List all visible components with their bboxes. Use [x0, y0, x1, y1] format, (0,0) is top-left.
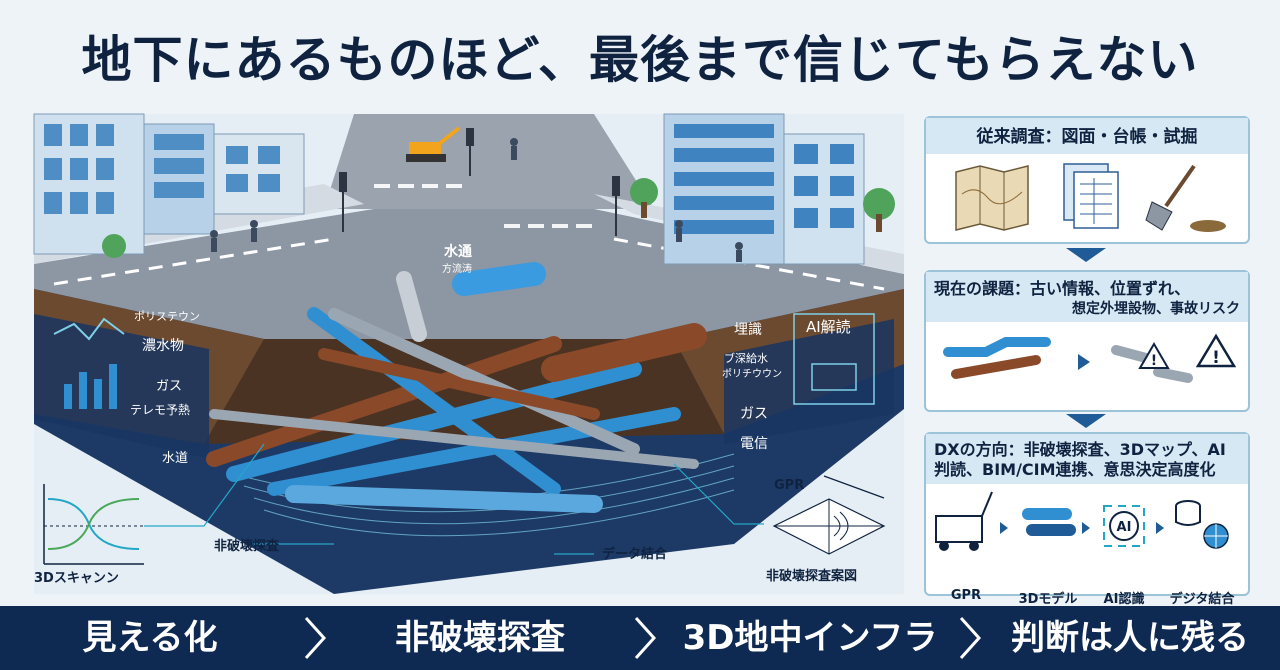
label-buried: 埋識: [734, 322, 762, 338]
label-water-top: 水通: [444, 243, 472, 260]
chevron-right-icon: [1000, 522, 1008, 534]
chevron-right-icon: [634, 616, 657, 660]
label-telecom-right: 電信: [740, 436, 768, 452]
buildings-right: [630, 113, 895, 265]
label-polyethylene: ポリステウン: [134, 310, 200, 323]
chevron-right-icon: [1078, 354, 1090, 370]
shovel-icon: [1145, 164, 1226, 232]
gpr-diagram: GPR: [772, 475, 886, 555]
label-telecom-left: テレモ予熱: [130, 403, 190, 417]
panel-conventional-title: 従来調査：図面・台帳・試掘: [926, 118, 1248, 154]
svg-text:AI: AI: [1117, 520, 1132, 535]
step-nondestructive: 非破壊探査: [395, 618, 565, 658]
label-gas-left: ガス: [156, 379, 182, 394]
dx-item-digital: デジタ結合: [1169, 592, 1235, 607]
chevron-right-icon: [1082, 522, 1090, 534]
svg-text:!: !: [1151, 353, 1157, 369]
chevron-right-icon: [304, 616, 327, 660]
label-scan: 3Dスキャンン: [34, 571, 119, 586]
ai-icon: AI: [1103, 505, 1145, 547]
label-water-top-sub: 方流涛: [442, 262, 472, 275]
ai-read-panel: [793, 313, 875, 405]
label-sewage: 濃水物: [142, 338, 184, 354]
underground-illustration: 水通 方流涛 ポリステウン 濃水物 ガス テレモ予熱 水道 埋識 ブ深給水 ポリ…: [33, 113, 904, 594]
panel-dx: DXの方向：非破壊探査、3Dマップ、AI判読、BIM/CIM連携、意思決定高度化…: [924, 432, 1250, 607]
buildings-left: [33, 113, 305, 255]
label-mixed2: ポリチウウン: [722, 368, 782, 380]
chevron-right-icon: [959, 616, 982, 660]
warning-icon: !: [1138, 342, 1170, 369]
label-mixed: ブ深給水: [724, 351, 768, 365]
dx-item-ai: AI認識: [1103, 592, 1145, 607]
label-nondestructive: 非破壊探査: [214, 538, 280, 554]
3d-model-icon: [1022, 508, 1076, 536]
ledger-icon: [1063, 163, 1119, 229]
panel-issues-title: 現在の課題：古い情報、位置ずれ、: [934, 279, 1191, 298]
label-ai-read: AI解読: [806, 318, 851, 336]
gpr-cart-icon: [935, 491, 993, 551]
scan-graph: [43, 484, 144, 565]
label-map: 非破壊探査案図: [766, 568, 857, 584]
offset-pipe-icon: [943, 337, 1051, 379]
svg-text:!: !: [1212, 348, 1220, 368]
pipes: [206, 262, 707, 513]
step-human-decision: 判断は人に残る: [1011, 618, 1249, 658]
step-visualize: 見える化: [82, 618, 218, 658]
broken-pipe-icon: [1111, 345, 1193, 383]
panel-issues-head: 現在の課題：古い情報、位置ずれ、 想定外埋設物、事故リスク: [926, 272, 1248, 322]
panel-issues-subtitle: 想定外埋設物、事故リスク: [1072, 301, 1240, 317]
map-icon: [955, 165, 1029, 231]
dx-item-3d: 3Dモデル: [1018, 592, 1078, 607]
panel-conventional: 従来調査：図面・台帳・試掘: [924, 116, 1250, 244]
panel-issues: 現在の課題：古い情報、位置ずれ、 想定外埋設物、事故リスク ! !: [924, 270, 1250, 412]
panel-dx-title: DXの方向：非破壊探査、3Dマップ、AI判読、BIM/CIM連携、意思決定高度化: [926, 434, 1248, 484]
chevron-right-icon: [1156, 522, 1164, 534]
label-water-left: 水道: [162, 451, 188, 466]
bottom-steps-bar: 見える化 非破壊探査 3D地中インフラ 判断は人に残る: [0, 606, 1280, 670]
page-title: 地下にあるものほど、最後まで信じてもらえない: [81, 31, 1199, 89]
flow-arrow-1: [1066, 248, 1106, 262]
label-gpr: GPR: [774, 478, 804, 493]
step-3d-infra: 3D地中インフラ: [682, 618, 938, 658]
left-wall-graph-icon: [53, 317, 125, 409]
database-globe-icon: [1175, 500, 1229, 549]
label-data-merge: データ結合: [602, 546, 668, 562]
label-gas-right: ガス: [740, 406, 768, 422]
warning-icon-large: !: [1195, 333, 1237, 368]
dx-item-gpr: GPR: [950, 588, 982, 603]
flow-arrow-2: [1066, 414, 1106, 428]
excavator-icon: [406, 126, 461, 162]
